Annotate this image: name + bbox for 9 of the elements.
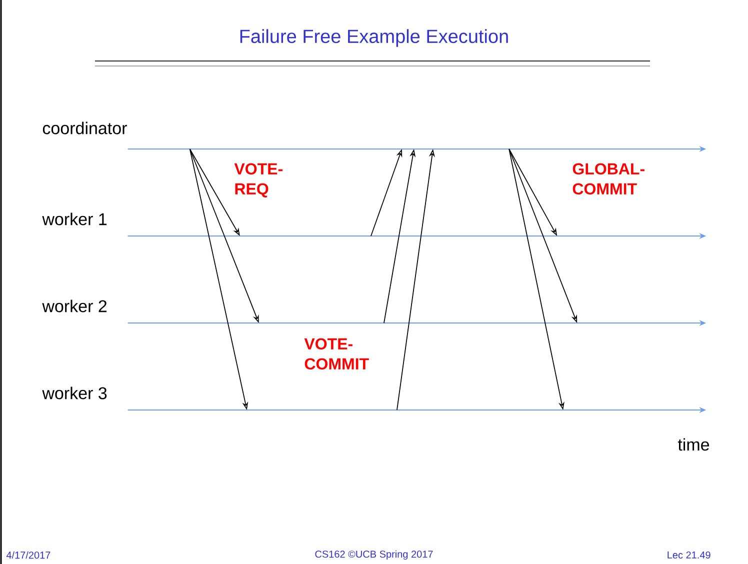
process-label: worker 1 [42, 212, 107, 226]
footer-text: Lec 21.49 [668, 551, 710, 559]
footer-text: 4/17/2017 [6, 551, 50, 559]
process-label: worker 2 [42, 300, 106, 312]
message-label: GLOBAL-COMMIT [572, 163, 644, 195]
title: Failure Free Example Execution [240, 29, 508, 47]
process-label: worker 3 [42, 386, 107, 400]
process-label: coordinator [42, 122, 127, 134]
footer-text: CS162 ©UCB Spring 2017 [315, 550, 433, 560]
